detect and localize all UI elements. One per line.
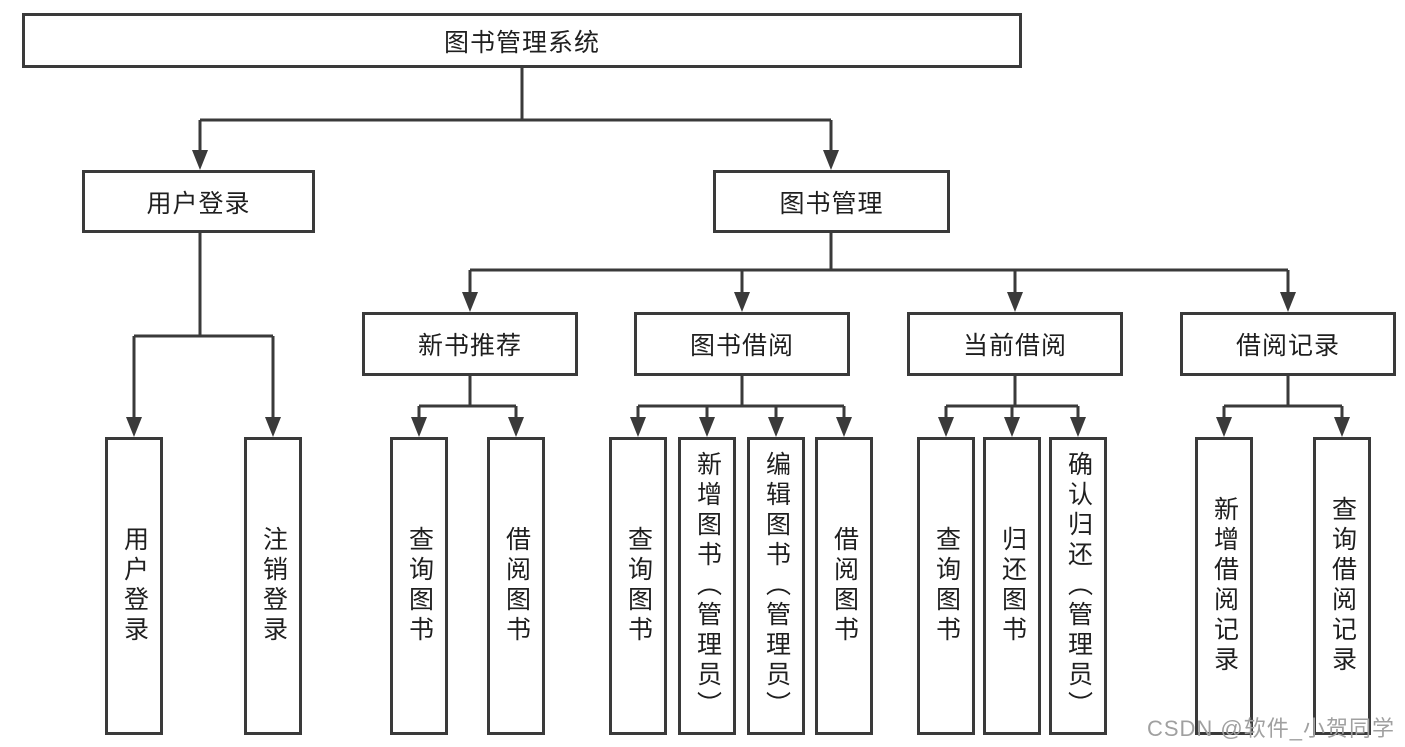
leaf-query-books-current: 查询图书 <box>917 437 975 735</box>
edge-book-borrowing-to-leaves <box>630 376 852 437</box>
node-current-borrowing: 当前借阅 <box>907 312 1123 376</box>
arrow-down-icon <box>126 417 142 437</box>
leaf-label: 查询图书 <box>405 526 434 646</box>
node-label: 图书借阅 <box>689 332 794 360</box>
arrow-down-icon <box>823 150 839 170</box>
arrow-down-icon <box>938 417 954 437</box>
arrow-down-icon <box>1280 292 1296 312</box>
arrow-down-icon <box>1007 292 1023 312</box>
node-label: 用户登录 <box>146 189 251 218</box>
node-label: 新书推荐 <box>417 332 522 360</box>
leaf-label: 编辑图书（管理员） <box>762 451 791 721</box>
arrow-down-icon <box>734 292 750 312</box>
arrow-down-icon <box>462 292 478 312</box>
leaf-query-books-borrowing: 查询图书 <box>609 437 667 735</box>
node-label: 当前借阅 <box>962 332 1067 360</box>
arrow-down-icon <box>1070 417 1086 437</box>
leaf-label: 归还图书 <box>998 526 1027 646</box>
leaf-label: 新增借阅记录 <box>1210 496 1239 676</box>
leaf-label: 查询图书 <box>932 526 961 646</box>
leaf-label: 查询借阅记录 <box>1328 496 1357 676</box>
arrow-down-icon <box>836 417 852 437</box>
edge-root-to-level2 <box>192 68 839 170</box>
leaf-query-borrowing-record: 查询借阅记录 <box>1313 437 1371 735</box>
node-library-management-system: 图书管理系统 <box>22 13 1022 68</box>
node-user-login: 用户登录 <box>82 170 315 233</box>
arrow-down-icon <box>265 417 281 437</box>
arrow-down-icon <box>768 417 784 437</box>
leaf-edit-books-admin: 编辑图书（管理员） <box>747 437 805 735</box>
node-new-book-recommendation: 新书推荐 <box>362 312 578 376</box>
leaf-logout-login: 注销登录 <box>244 437 302 735</box>
leaf-add-books-admin: 新增图书（管理员） <box>678 437 736 735</box>
node-label: 借阅记录 <box>1235 332 1340 360</box>
edge-book-management-to-level3 <box>462 233 1296 312</box>
leaf-borrow-books-borrowing: 借阅图书 <box>815 437 873 735</box>
leaf-label: 注销登录 <box>259 526 288 646</box>
edge-new-book-recommendation-to-leaves <box>411 376 524 437</box>
arrow-down-icon <box>630 417 646 437</box>
leaf-label: 查询图书 <box>624 526 653 646</box>
node-book-management: 图书管理 <box>713 170 950 233</box>
csdn-watermark: CSDN @软件_小贺同学 <box>1146 716 1395 741</box>
node-borrowing-records: 借阅记录 <box>1180 312 1396 376</box>
arrow-down-icon <box>699 417 715 437</box>
arrow-down-icon <box>411 417 427 437</box>
leaf-label: 确认归还（管理员） <box>1064 451 1093 721</box>
node-book-borrowing: 图书借阅 <box>634 312 850 376</box>
leaf-label: 新增图书（管理员） <box>693 451 722 721</box>
arrow-down-icon <box>1004 417 1020 437</box>
leaf-label: 用户登录 <box>120 526 149 646</box>
edge-user-login-to-leaves <box>126 233 281 437</box>
leaf-return-books: 归还图书 <box>983 437 1041 735</box>
arrow-down-icon <box>192 150 208 170</box>
node-label: 图书管理 <box>779 189 884 218</box>
leaf-label: 借阅图书 <box>502 526 531 646</box>
leaf-query-books-recommend: 查询图书 <box>390 437 448 735</box>
arrow-down-icon <box>1216 417 1232 437</box>
arrow-down-icon <box>1334 417 1350 437</box>
arrow-down-icon <box>508 417 524 437</box>
node-label: 图书管理系统 <box>443 28 600 57</box>
leaf-add-borrowing-record: 新增借阅记录 <box>1195 437 1253 735</box>
leaf-borrow-books-recommend: 借阅图书 <box>487 437 545 735</box>
leaf-label: 借阅图书 <box>830 526 859 646</box>
leaf-user-login: 用户登录 <box>105 437 163 735</box>
edge-borrowing-records-to-leaves <box>1216 376 1350 437</box>
edge-current-borrowing-to-leaves <box>938 376 1086 437</box>
leaf-confirm-return-admin: 确认归还（管理员） <box>1049 437 1107 735</box>
